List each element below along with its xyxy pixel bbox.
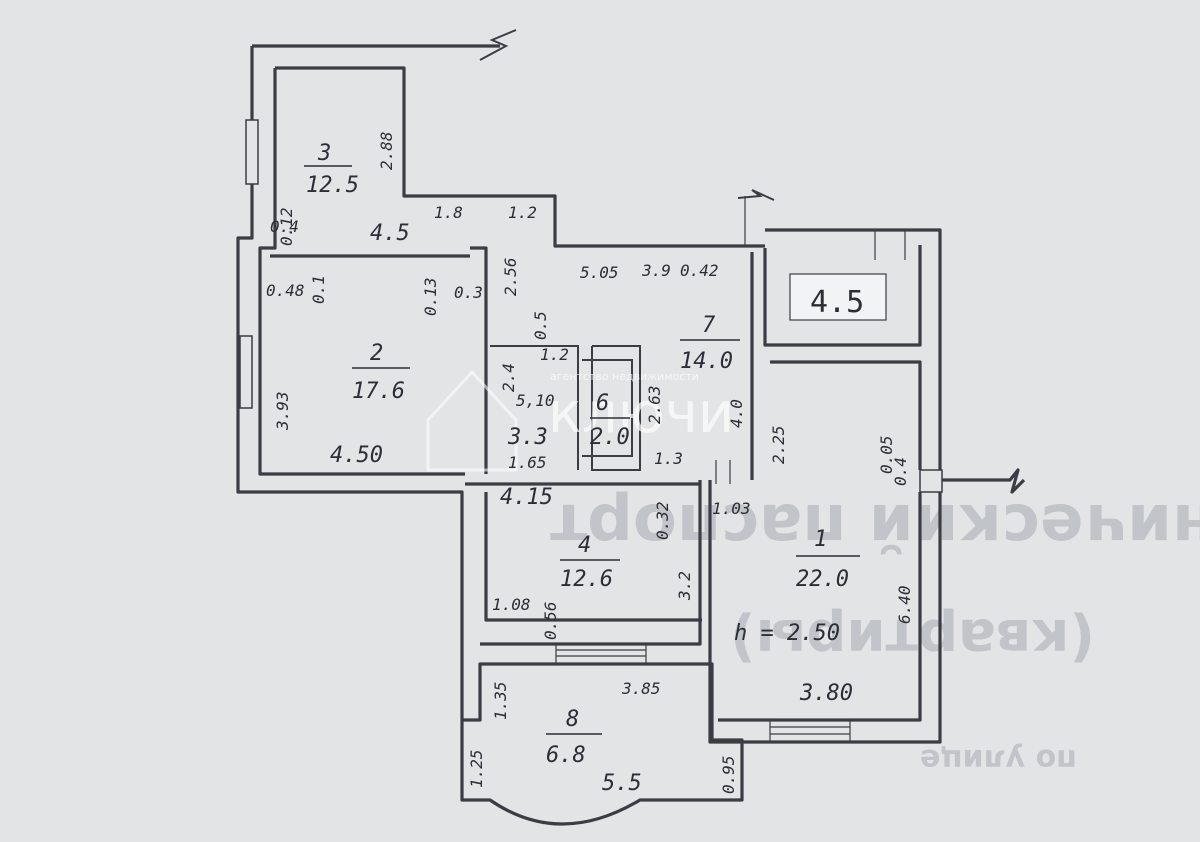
wall-1-top: [770, 360, 922, 470]
dim-1-2: 1.2: [508, 203, 537, 222]
annex-area: 4.5: [810, 285, 864, 320]
dim-r2-wall-a: 0.48: [266, 281, 305, 300]
room-2-number: 2: [370, 341, 383, 366]
vent-marks: [715, 196, 906, 484]
dim-r3-height: 2.88: [377, 131, 396, 170]
wall-left: [236, 46, 464, 720]
dim-r1-d2: 0.05: [877, 435, 896, 474]
break-top: [479, 29, 517, 61]
window-room-1: [769, 719, 851, 743]
wall-6-inner: [582, 359, 633, 457]
room-labels: 3 12.5 2 17.6 7 14.0 6 2.0 5,10 3.3 4 12…: [304, 141, 887, 768]
dim-r7-d1: 5.05: [580, 263, 619, 282]
dim-r4-width: 4.15: [500, 485, 553, 510]
dim-r1-width: 3.80: [799, 681, 853, 706]
dim-r7-d2: 3.9: [641, 261, 671, 280]
break-marks: [479, 29, 1026, 494]
wall-annex: [763, 245, 922, 347]
room-6-number: 6: [596, 391, 609, 416]
room-4-number: 4: [578, 533, 591, 558]
room-1-area: 22.0: [796, 567, 849, 592]
ghost-print: технический паспорт (квартиры) по улице: [550, 489, 1200, 777]
dim-r5-d3: 1.65: [508, 453, 547, 472]
dim-r8-d1: 3.85: [621, 679, 661, 698]
wall-inner-top: [275, 66, 765, 248]
dim-r2-wall-c: 0.13: [421, 277, 440, 316]
room-8-number: 8: [566, 707, 579, 732]
watermark-tagline: агентство недвижимости: [550, 370, 699, 383]
break-mid: [737, 189, 775, 201]
dim-r2-height: 3.93: [273, 391, 292, 431]
dim-r6-d1: 2.63: [645, 385, 664, 424]
dimensions: 2.88 4.5 0.12 0.4 1.8 1.2 0.48 0.1 0.13 …: [266, 131, 914, 796]
dim-r4-height: 3.2: [675, 571, 694, 601]
watermark-house-icon: [426, 369, 518, 472]
wall-4: [484, 492, 702, 622]
dim-r3-wall-b: 0.4: [270, 217, 299, 236]
dim-r1-height: 6.40: [895, 585, 914, 624]
room-1-number: 1: [814, 527, 827, 552]
dim-r8-d3: 1.25: [467, 749, 486, 788]
wall-right-top: [765, 228, 942, 470]
dim-r8-width: 5.5: [602, 771, 642, 796]
room-3-number: 3: [317, 141, 331, 166]
dim-r4-d1: 0.32: [653, 501, 672, 540]
dim-r6-d2: 1.3: [654, 449, 683, 468]
dim-r1-d1: 2.25: [769, 425, 788, 464]
dim-r3-wall-a: 0.12: [277, 207, 296, 246]
dim-r4-d2: 1.08: [492, 595, 531, 614]
dim-r4-d3: 0.56: [541, 601, 560, 640]
dim-r2-width: 4.50: [330, 443, 383, 468]
dim-1-8: 1.8: [434, 203, 463, 222]
dim-r5-d2: 2.4: [499, 363, 518, 392]
wall-left-inner: [258, 68, 465, 476]
dim-r1-d3: 0.4: [891, 457, 910, 486]
annex-area-box: [789, 273, 887, 321]
room-4-area: 12.6: [560, 567, 613, 592]
door-room-1: [919, 469, 943, 493]
dim-r2-wall-b: 0.1: [309, 275, 328, 304]
room-8-area: 6.8: [546, 743, 586, 768]
dim-r7-height: 4.0: [727, 399, 746, 428]
watermark: агентство недвижимости ключи: [426, 369, 734, 472]
wall-4-bottom: [480, 480, 702, 646]
balcony-threshold-4: [555, 643, 647, 665]
dim-r8-d4: 0.95: [719, 755, 738, 794]
dim-r7-d4: 2.56: [501, 257, 520, 296]
room-5-extra: 5,10: [516, 391, 555, 410]
wall-5: [490, 345, 579, 470]
dim-r7-d5: 0.5: [531, 311, 550, 340]
wall-6: [591, 345, 641, 471]
dim-r2-wall-d: 0.3: [454, 283, 483, 302]
dim-r7-d3: 0.42: [680, 261, 719, 280]
room-7-area: 14.0: [680, 349, 733, 374]
ghost-street: по улице: [920, 742, 1077, 777]
window-room-2: [239, 335, 253, 409]
room-6-area: 2.0: [590, 425, 630, 450]
dim-r5-d1: 1.2: [540, 345, 569, 364]
break-right: [940, 468, 1026, 494]
dim-r3-width: 4.5: [370, 221, 410, 246]
wall-balcony: [462, 662, 744, 802]
window-room-3: [245, 119, 259, 185]
windows: [239, 119, 943, 743]
watermark-brand: ключи: [548, 381, 734, 446]
wall-2-7: [470, 246, 488, 474]
ghost-subtitle: (квартиры): [730, 606, 1095, 671]
room-3-area: 12.5: [306, 173, 359, 198]
ghost-title: технический паспорт: [550, 489, 1200, 563]
wall-balcony-arc: [460, 720, 700, 826]
room-2-area: 17.6: [352, 379, 405, 404]
dim-r1-d4: 1.03: [712, 499, 751, 518]
dim-r8-d2: 1.35: [491, 681, 510, 720]
room-5-area: 3.3: [507, 425, 548, 450]
room-1-height-note: h = 2.50: [734, 621, 840, 646]
room-7-number: 7: [702, 313, 716, 338]
